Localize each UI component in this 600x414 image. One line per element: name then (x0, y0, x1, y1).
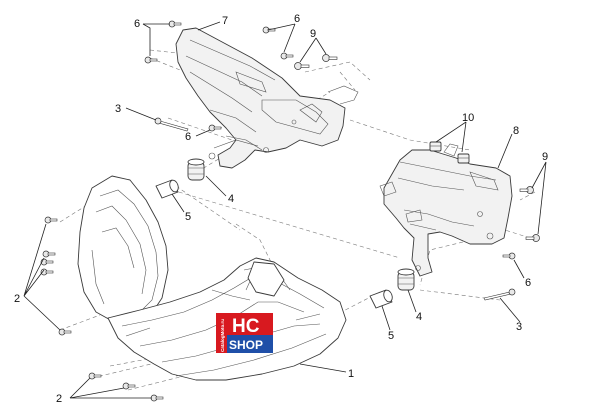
screw-6-a (168, 20, 182, 28)
callout-5: 5 (388, 330, 394, 342)
screw-2-d (40, 268, 54, 276)
callout-3: 3 (115, 103, 121, 115)
callout-9: 9 (542, 151, 548, 163)
hc-shop-logo: HC SHOP CatalogMoto.ru (216, 313, 273, 353)
callout-6: 6 (525, 277, 531, 289)
part-4-grommet-left (187, 158, 205, 181)
logo-red-block (227, 313, 273, 335)
logo-side-strip (216, 313, 227, 353)
part-8-right-bracket (379, 143, 513, 277)
callout-7: 7 (222, 15, 228, 27)
screw-2-f (88, 372, 102, 380)
callout-5: 5 (185, 211, 191, 223)
callout-6: 6 (185, 131, 191, 143)
part-5-sleeve-left (155, 179, 179, 199)
screw-2-g (122, 382, 136, 390)
logo-brand-text: HC (232, 316, 260, 337)
part-3-long-screw-lower (483, 288, 516, 301)
screw-9-d (525, 234, 540, 242)
screw-6-f (502, 252, 516, 260)
logo-domain-text: CatalogMoto.ru (220, 319, 225, 352)
callout-6: 6 (134, 18, 140, 30)
screw-2-e (58, 328, 72, 336)
screw-9-a (294, 62, 310, 70)
screw-9-b (322, 54, 338, 62)
leader-lines (23, 21, 547, 399)
clip-10-a (429, 141, 442, 152)
screw-6-d (280, 52, 294, 60)
callout-10: 10 (462, 112, 474, 124)
screw-2-b (42, 250, 56, 258)
screw-6-e (208, 124, 222, 132)
logo-blue-block (227, 335, 273, 353)
callout-4: 4 (228, 193, 234, 205)
callout-1: 1 (348, 368, 354, 380)
screw-2-h (150, 394, 164, 402)
screw-6-b (144, 56, 158, 64)
callout-labels: 6 7 6 9 3 6 10 8 9 4 5 2 6 4 3 5 1 2 (14, 13, 548, 405)
callout-2: 2 (56, 393, 62, 405)
callout-2: 2 (14, 293, 20, 305)
part-7-upper-bracket (175, 27, 359, 169)
part-1-headlight (77, 175, 347, 381)
part-5-sleeve-right (369, 289, 393, 309)
logo-shop-text: SHOP (229, 338, 263, 352)
callout-4: 4 (416, 311, 422, 323)
part-3-long-screw-upper (154, 117, 189, 132)
callout-8: 8 (513, 125, 519, 137)
screw-9-c (519, 186, 534, 194)
callout-6: 6 (294, 13, 300, 25)
callout-9: 9 (310, 28, 316, 40)
clip-10-b (457, 153, 470, 164)
callout-3: 3 (516, 321, 522, 333)
part-4-grommet-right (397, 268, 415, 291)
screw-2-a (44, 216, 58, 224)
